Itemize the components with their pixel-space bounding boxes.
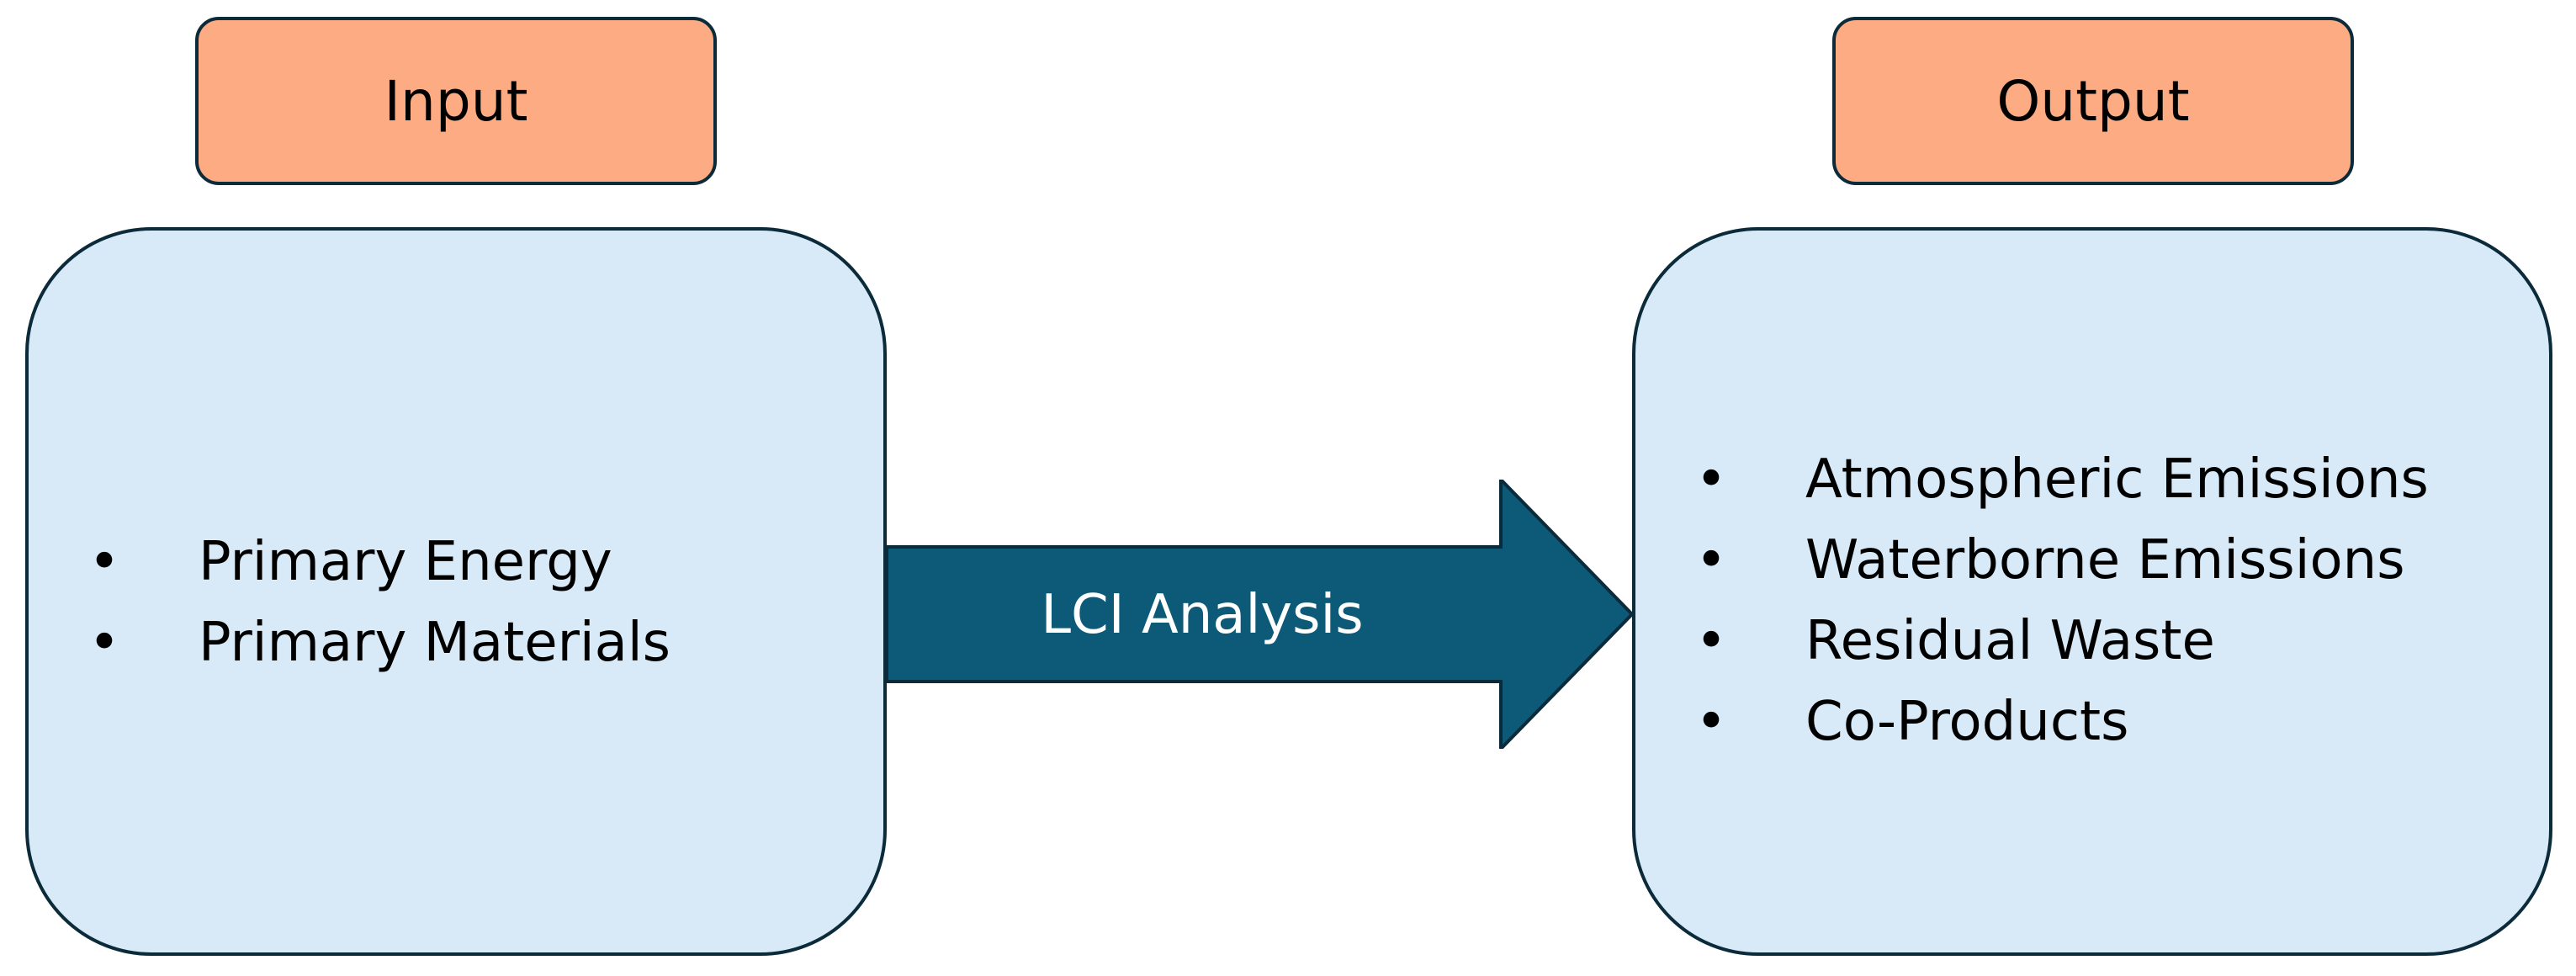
output-item: • Waterborne Emissions bbox=[1694, 520, 2429, 601]
input-header-box: Input bbox=[195, 17, 717, 185]
output-panel: • Atmospheric Emissions • Waterborne Emi… bbox=[1632, 227, 2552, 956]
process-arrow bbox=[887, 480, 1632, 749]
output-item-label: Waterborne Emissions bbox=[1805, 529, 2405, 591]
process-label: LCI Analysis bbox=[1041, 584, 1364, 646]
output-item-label: Atmospheric Emissions bbox=[1805, 448, 2429, 511]
bullet-icon: • bbox=[88, 612, 120, 674]
input-item-label: Primary Materials bbox=[199, 612, 671, 674]
bullet-icon: • bbox=[1695, 691, 1727, 753]
output-item-label: Co-Products bbox=[1805, 691, 2129, 753]
bullet-icon: • bbox=[1695, 610, 1727, 672]
bullet-icon: • bbox=[1695, 529, 1727, 591]
input-item: • Primary Energy bbox=[87, 522, 671, 602]
input-panel: • Primary Energy • Primary Materials bbox=[25, 227, 887, 956]
output-item: • Residual Waste bbox=[1694, 601, 2429, 682]
bullet-icon: • bbox=[88, 531, 120, 593]
input-item-label: Primary Energy bbox=[199, 531, 612, 593]
output-item: • Atmospheric Emissions bbox=[1694, 439, 2429, 520]
output-item-label: Residual Waste bbox=[1805, 610, 2215, 672]
bullet-icon: • bbox=[1695, 448, 1727, 511]
output-header-box: Output bbox=[1832, 17, 2354, 185]
input-header-label: Input bbox=[384, 68, 528, 134]
output-item: • Co-Products bbox=[1694, 682, 2429, 762]
input-item: • Primary Materials bbox=[87, 602, 671, 683]
output-item-list: • Atmospheric Emissions • Waterborne Emi… bbox=[1694, 439, 2429, 762]
input-item-list: • Primary Energy • Primary Materials bbox=[87, 522, 671, 683]
arrow-shape bbox=[887, 480, 1632, 749]
output-header-label: Output bbox=[1996, 68, 2190, 134]
